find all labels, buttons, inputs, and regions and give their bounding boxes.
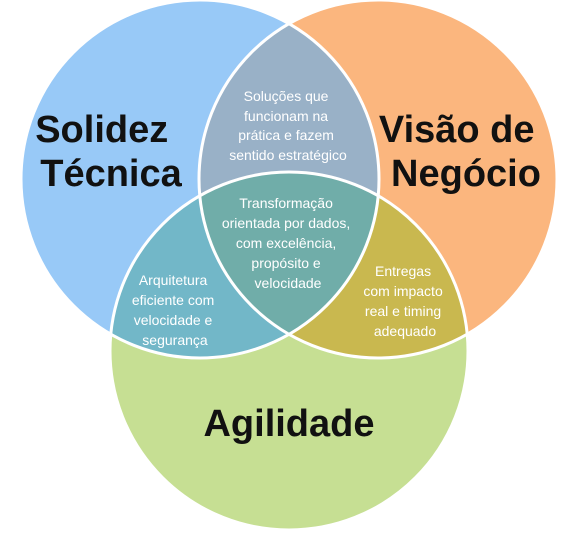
title-solidez-tecnica: Solidez Técnica <box>35 109 182 195</box>
outline-visao <box>197 0 559 360</box>
title-agilidade: Agilidade <box>203 403 374 445</box>
text-visao-agilidade: Entregas com impacto real e timing adequ… <box>363 263 446 339</box>
outline-agilidade <box>108 170 470 532</box>
title-visao-de-negocio: Visão de Negócio <box>379 109 545 195</box>
outline-solidez <box>19 0 381 360</box>
text-solidez-agilidade: Arquitetura eficiente com velocidade e s… <box>132 272 218 348</box>
text-solidez-visao: Soluções que funcionam na prática e faze… <box>229 88 347 163</box>
text-center: Transformação orientada por dados, com e… <box>222 195 354 291</box>
